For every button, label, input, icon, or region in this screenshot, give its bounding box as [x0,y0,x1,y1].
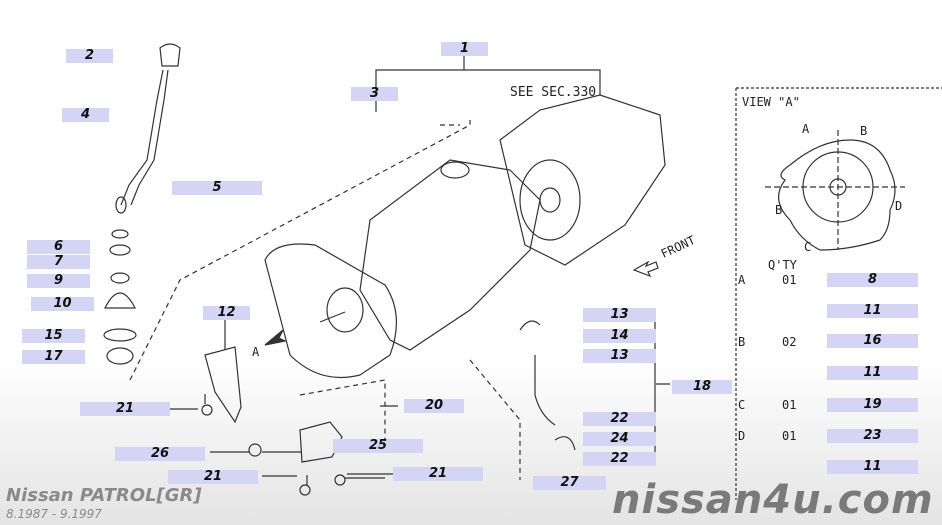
row-qty: 01 [782,273,797,287]
row-pos: A [738,273,746,287]
shift-lever [115,69,169,214]
row-qty: 02 [782,335,797,349]
callout-14[interactable]: 14 [583,329,656,343]
see-section-label: SEE SEC.330 [510,85,597,100]
callout-9[interactable]: 9 [27,274,90,288]
bolt [248,443,262,457]
callout-20[interactable]: 20 [404,399,464,413]
washer-6 [111,229,129,239]
seal-17 [106,347,134,365]
callout-10[interactable]: 10 [31,297,94,311]
callout-17[interactable]: 17 [22,350,85,364]
watermark-logo: nissan4u.com [612,477,934,523]
seal-15 [103,328,137,342]
callout-13b[interactable]: 13 [583,349,656,363]
view-a-point-d: D [895,199,903,213]
qty-header: Q'TY [768,258,797,272]
callout-3[interactable]: 3 [351,87,398,101]
bell-housing [264,243,398,379]
callout-2[interactable]: 2 [66,49,113,63]
ring-7 [109,244,131,256]
view-a-point-b2: B [775,203,783,217]
view-a-title: VIEW "A" [742,95,800,109]
view-a-part[interactable]: 23 [827,429,918,443]
callout-4[interactable]: 4 [62,108,109,122]
view-a-part[interactable]: 16 [827,334,918,348]
view-a-part[interactable]: 11 [827,460,918,474]
view-a-point-b: B [860,124,868,138]
transfer-case [499,94,666,266]
callout-18[interactable]: 18 [672,380,732,394]
arrow-a-label: A [252,345,260,359]
dashed-outline [299,124,460,440]
view-a-part[interactable]: 11 [827,304,918,318]
bolt [201,404,213,416]
view-a-part[interactable]: 19 [827,398,918,412]
breather-hose [519,320,576,451]
view-a-part[interactable]: 8 [827,273,918,287]
view-a-part[interactable]: 11 [827,366,918,380]
callout-13[interactable]: 13 [583,308,656,322]
callout-22b[interactable]: 22 [583,452,656,466]
bolt [334,474,346,486]
callout-26[interactable]: 26 [115,447,205,461]
callout-21b[interactable]: 21 [168,470,258,484]
view-a-point-c: C [804,240,812,254]
callout-25[interactable]: 25 [333,439,423,453]
callout-1[interactable]: 1 [441,42,488,56]
row-qty: 01 [782,398,797,412]
shift-knob [159,43,181,67]
callout-24[interactable]: 24 [583,432,656,446]
callout-27[interactable]: 27 [533,476,606,490]
ring-9 [110,272,130,284]
model-name: Nissan PATROL[GR] [6,485,202,506]
row-pos: D [738,429,746,443]
callout-21[interactable]: 21 [80,402,170,416]
view-a-flange [765,130,905,251]
bolt [299,484,311,496]
transmission-case [359,159,541,351]
view-a-arrow-icon [264,329,287,346]
view-a-frame [735,87,942,500]
front-arrow-icon [632,260,659,278]
callout-5[interactable]: 5 [172,181,262,195]
callout-7[interactable]: 7 [27,255,90,269]
dashed-outline [129,120,471,381]
row-pos: B [738,335,746,349]
callout-22[interactable]: 22 [583,412,656,426]
callout-6[interactable]: 6 [27,240,90,254]
row-qty: 01 [782,429,797,443]
callout-21c[interactable]: 21 [393,467,483,481]
boot-10 [104,292,136,309]
view-a-point-a: A [802,122,810,136]
input-shaft [326,287,364,333]
row-pos: C [738,398,746,412]
callout-15[interactable]: 15 [22,329,85,343]
model-years: 8.1987 - 9.1997 [6,507,102,521]
bracket-12 [204,346,242,424]
callout-12[interactable]: 12 [203,306,250,320]
